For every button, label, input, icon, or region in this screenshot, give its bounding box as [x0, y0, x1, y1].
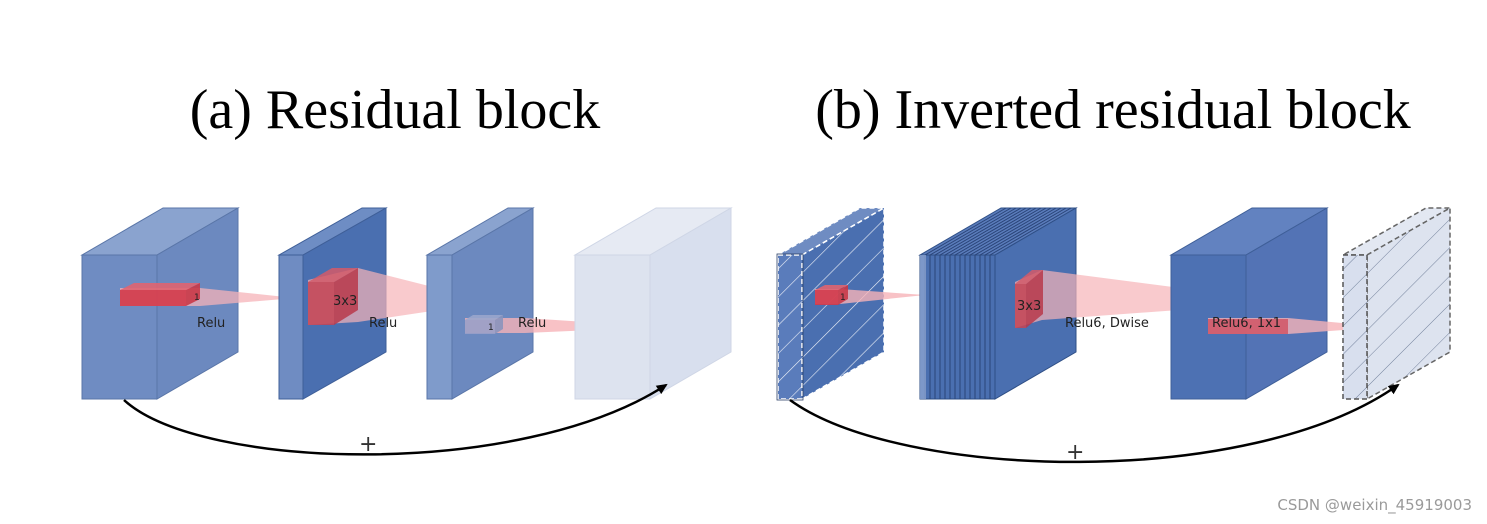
tensor-block-b1 — [775, 206, 887, 401]
panel-residual-block: 1 Relu 3x3 Relu — [80, 207, 733, 457]
kernel-label-a3: 1 — [488, 323, 494, 333]
kernel-a3: 1 — [465, 315, 503, 334]
skip-plus-label-b: + — [1066, 440, 1084, 465]
kernel-label-a1: 1 — [194, 293, 200, 303]
skip-connection-arrow-a — [123, 383, 668, 456]
kernel-b3 — [1208, 319, 1288, 334]
activation-label-a3: Relu — [518, 316, 546, 331]
title-inverted-residual-block: (b) Inverted residual block — [815, 79, 1411, 141]
conv-cone-b2 — [1015, 270, 1288, 328]
tensor-block-a3 — [425, 207, 535, 400]
kernel-a1: 1 — [120, 283, 200, 306]
tensor-block-a2 — [277, 207, 388, 400]
kernel-b2: 3x3 — [1015, 270, 1043, 328]
tensor-block-b4 — [1340, 206, 1453, 401]
skip-plus-label-a: + — [359, 432, 377, 457]
skip-connection-arrow-b — [789, 383, 1400, 464]
kernel-a2: 3x3 — [308, 268, 358, 325]
kernel-label-b1: 1 — [840, 293, 846, 303]
kernel-label-a2: 3x3 — [333, 294, 357, 309]
tensor-block-b3 — [1169, 207, 1329, 400]
watermark-text: CSDN @weixin_45919003 — [1277, 496, 1472, 515]
activation-label-b1: Relu6, Dwise — [1065, 316, 1149, 331]
panel-inverted-residual-block: 1 — [775, 206, 1453, 465]
tensor-block-a4 — [573, 207, 733, 400]
kernel-b1: 1 — [815, 285, 848, 305]
kernel-label-b2: 3x3 — [1017, 299, 1041, 314]
activation-label-a2: Relu — [369, 316, 397, 331]
title-residual-block: (a) Residual block — [190, 79, 601, 141]
activation-label-b2: Relu6, 1x1 — [1212, 316, 1281, 331]
conv-cone-a3 — [465, 318, 662, 333]
activation-label-a1: Relu — [197, 316, 225, 331]
